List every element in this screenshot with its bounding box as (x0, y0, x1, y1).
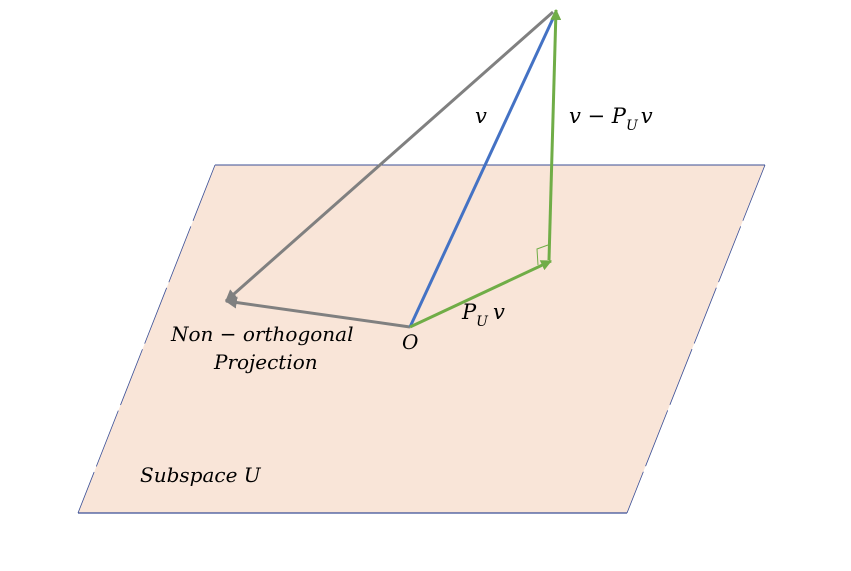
label-subspace: Subspace U (140, 463, 262, 487)
subspace-plane (78, 165, 765, 513)
right-angle-marker (536, 244, 549, 266)
non-orthogonal-projection-vector (224, 296, 411, 329)
label-v: v (475, 104, 487, 128)
projection-vector (409, 259, 552, 329)
residual-vector (547, 8, 562, 261)
plane-edge-right (626, 164, 766, 514)
vector-v (408, 11, 558, 328)
label-projection-word: Projection (213, 350, 318, 374)
label-origin: O (402, 330, 418, 354)
label-non-orthogonal: Non − orthogonal (170, 322, 354, 346)
plane-edge-left (77, 164, 216, 514)
non-orthogonal-ray (225, 10, 554, 303)
